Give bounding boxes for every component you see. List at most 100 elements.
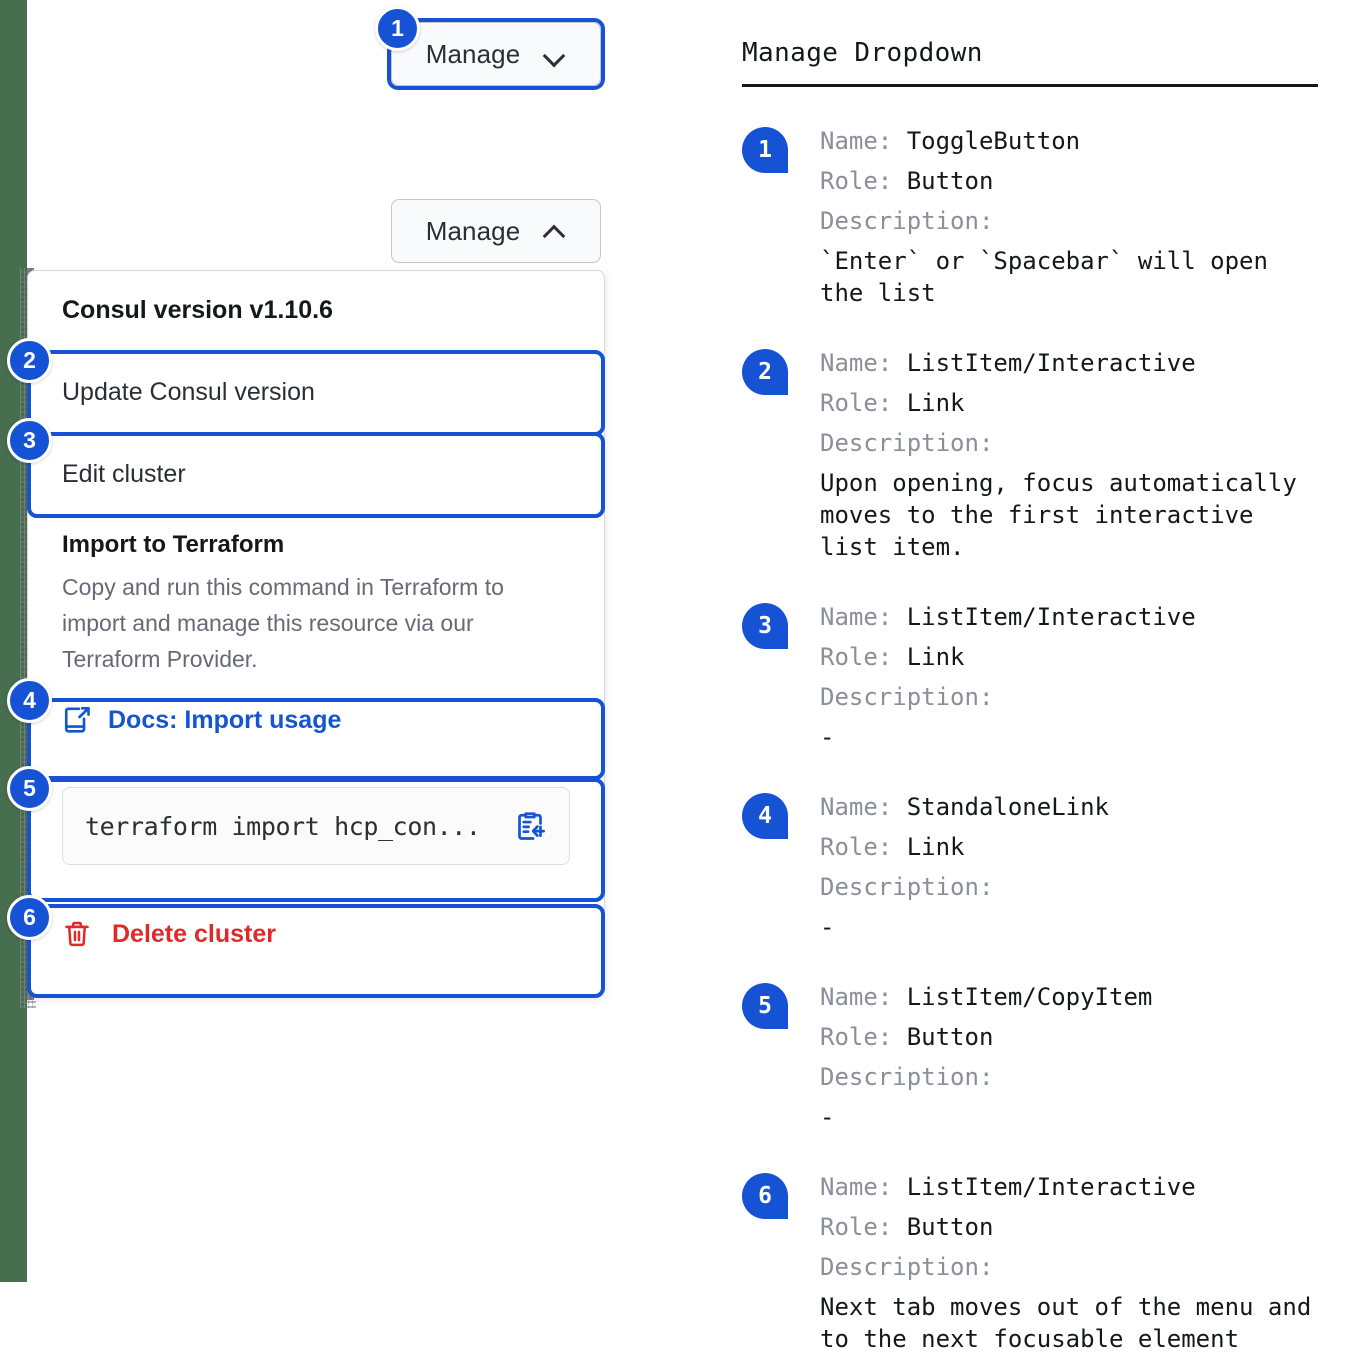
dropdown-terraform-description: Copy and run this command in Terraform t… [62,574,504,672]
external-link-icon [62,705,92,735]
annotation-name-key: Name: [820,349,907,377]
annotation-marker-badge-1: 1 [742,127,788,173]
annotation-description-value: Upon opening, focus automatically moves … [820,469,1297,561]
dropdown-item-update-consul-version[interactable]: Update Consul version [28,351,604,433]
dropdown-terraform-title: Import to Terraform [28,523,604,567]
dropdown-version-label: Consul version v1.10.6 [62,295,333,324]
annotation-role-key: Role: [820,1023,907,1051]
annotation-name-key: Name: [820,983,907,1011]
annotation-role-key-line: Role: Button [820,1207,1318,1247]
marker-badge-5: 5 [7,766,52,811]
annotation-marker-badge-2: 2 [742,349,788,395]
terraform-title-label: Import to Terraform [62,531,285,558]
annotation-role-value: Link [906,643,965,671]
dropdown-update-label: Update Consul version [62,377,315,406]
annotation-name-key-line: Name: ListItem/Interactive [820,343,1318,383]
terraform-command-value: terraform import hcp_con... [85,811,481,841]
dropdown-item-delete-cluster[interactable]: Delete cluster [28,889,604,979]
chevron-down-icon [544,43,566,65]
annotation-description-key: Description: [820,1253,994,1281]
annotation-description-value: Next tab moves out of the menu and to th… [820,1293,1312,1353]
annotation-role-key: Role: [820,1213,907,1241]
manage-toggle-label: Manage [425,38,521,69]
annotation-description-key: Description: [820,1063,994,1091]
annotation-name-key: Name: [820,603,907,631]
manage-toggle-button-expanded[interactable]: Manage [391,199,601,263]
annotation-role-value: Button [906,1213,994,1241]
annotation-name-value: ListItem/Interactive [906,1173,1196,1201]
manage-toggle-label-expanded: Manage [425,215,521,246]
annotation-description-value: - [820,723,835,751]
docs-link-label: Docs: Import usage [108,705,342,734]
annotation-role-key-line: Role: Link [820,827,1318,867]
annotation-role-value: Link [906,389,965,417]
marker-badge-4: 4 [7,678,52,723]
dropdown-version-header: Consul version v1.10.6 [28,271,604,349]
clipboard-copy-icon[interactable] [513,809,547,843]
annotation-role-key-line: Role: Link [820,383,1318,423]
manage-dropdown-panel: Consul version v1.10.6 Update Consul ver… [27,270,605,996]
annotation-description-key: Description: [820,683,994,711]
annotation-name-value: ToggleButton [906,127,1081,155]
annotation-marker-badge-6: 6 [742,1173,788,1219]
trash-icon [62,919,92,949]
annotation-role-key-line: Role: Button [820,1017,1318,1057]
dropdown-edit-label: Edit cluster [62,459,186,488]
annotation-name-value: ListItem/Interactive [906,349,1196,377]
annotation-name-value: ListItem/Interactive [906,603,1196,631]
annotation-role-key: Role: [820,389,907,417]
annotation-role-key: Role: [820,643,907,671]
annotation-name-key-line: Name: ListItem/Interactive [820,1167,1318,1207]
annotation-role-key: Role: [820,833,907,861]
annotation-role-value: Link [906,833,965,861]
annotation-marker-badge-3: 3 [742,603,788,649]
annotation-name-key: Name: [820,793,907,821]
dropdown-item-edit-cluster[interactable]: Edit cluster [28,433,604,515]
annotation-name-key-line: Name: ListItem/CopyItem [820,977,1318,1017]
marker-badge-1: 1 [375,6,420,51]
annotation-role-key-line: Role: Link [820,637,1318,677]
dropdown-item-copy-command[interactable]: terraform import hcp_con... [28,771,604,881]
annotation-name-key-line: Name: ToggleButton [820,121,1318,161]
marker-badge-6: 6 [7,895,52,940]
annotation-description-value: `Enter` or `Spacebar` will open the list [820,247,1268,307]
annotation-panel-title: Manage Dropdown [742,38,983,68]
delete-cluster-label: Delete cluster [112,919,276,948]
terraform-command-field[interactable]: terraform import hcp_con... [62,787,570,865]
annotation-description-key: Description: [820,873,994,901]
annotation-panel-divider [742,84,1318,87]
chevron-up-icon [544,220,566,242]
annotation-marker-badge-5: 5 [742,983,788,1029]
annotation-description-key: Description: [820,207,994,235]
annotation-description-value: - [820,913,835,941]
annotation-name-key: Name: [820,127,907,155]
annotation-name-key-line: Name: ListItem/Interactive [820,597,1318,637]
annotation-marker-badge-4: 4 [742,793,788,839]
dropdown-item-docs-import-usage[interactable]: Docs: Import usage [28,685,604,755]
marker-badge-2: 2 [7,338,52,383]
annotation-role-key-line: Role: Button [820,161,1318,201]
manage-toggle-button-collapsed[interactable]: Manage [391,22,601,86]
annotation-role-key: Role: [820,167,907,195]
annotation-role-value: Button [906,167,994,195]
annotation-description-value: - [820,1103,835,1131]
annotation-role-value: Button [906,1023,994,1051]
annotation-description-key: Description: [820,429,994,457]
annotation-name-value: ListItem/CopyItem [906,983,1153,1011]
annotation-name-key-line: Name: StandaloneLink [820,787,1318,827]
marker-badge-3: 3 [7,418,52,463]
